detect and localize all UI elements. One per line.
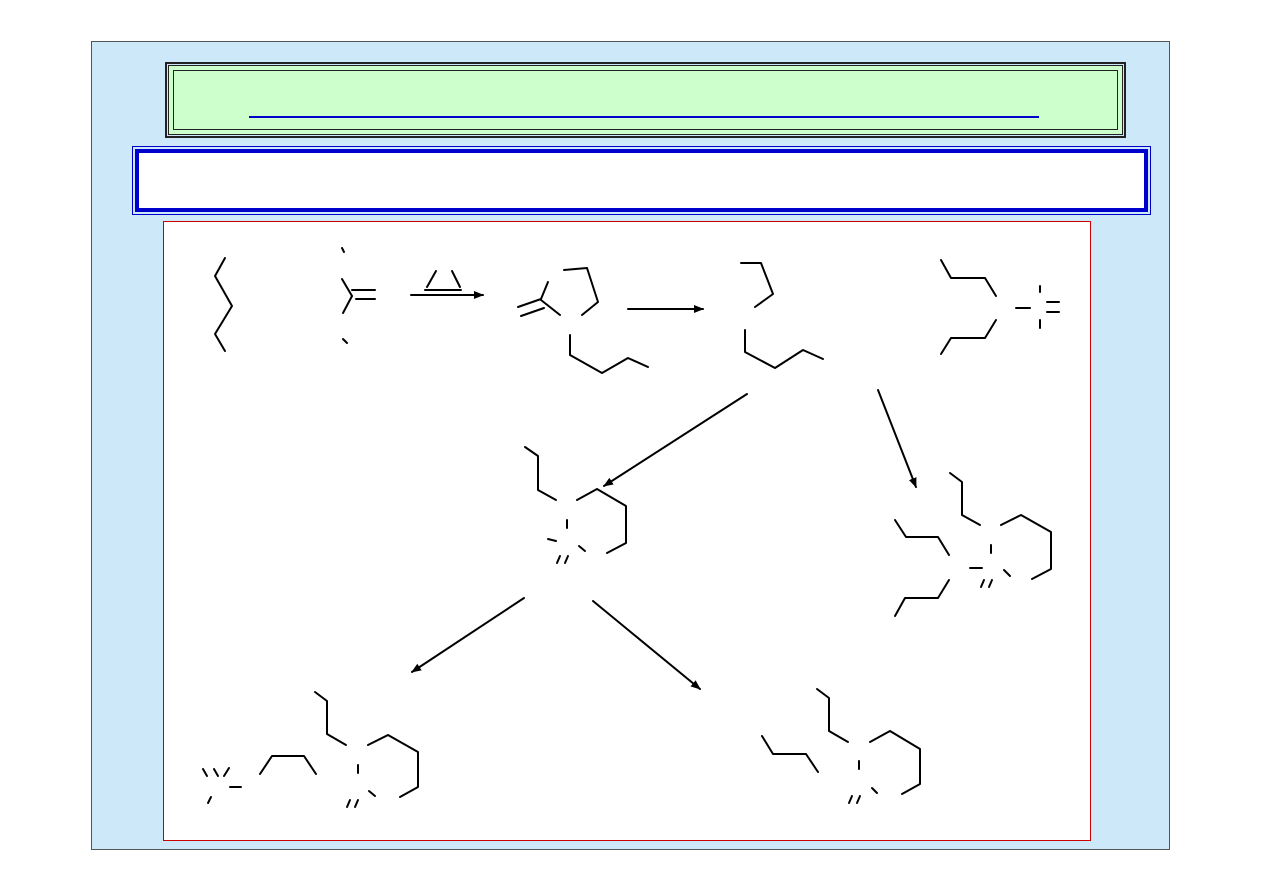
- title-box: [168, 65, 1123, 135]
- bicyclic-center: [524, 446, 627, 564]
- heat-symbol: [424, 270, 462, 291]
- arrow-to-bottom-right: [592, 600, 701, 690]
- subtitle-box: [132, 146, 1151, 215]
- cyclic-intermediate: [517, 267, 649, 374]
- bicyclic-bottom-right: [761, 688, 921, 804]
- arrow-to-center: [603, 393, 748, 487]
- starting-chain: [214, 257, 233, 352]
- open-chain-intermediate: [740, 262, 824, 369]
- dialkyl-product: [940, 259, 1060, 355]
- arrow-to-bottom-left: [411, 597, 525, 673]
- bicyclic-bottom-left: [202, 691, 419, 808]
- arrow-to-right: [877, 389, 917, 488]
- bicyclic-right: [894, 472, 1052, 617]
- carbonyl-reagent: [341, 247, 376, 344]
- title-underline: [249, 116, 1039, 118]
